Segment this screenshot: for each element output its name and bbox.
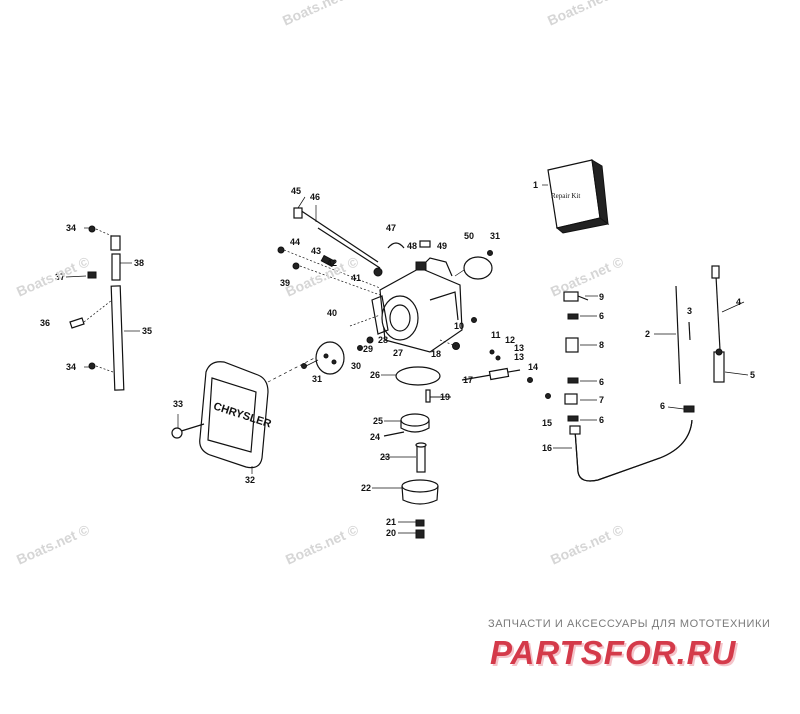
- callout-33: 33: [173, 399, 183, 409]
- callout-3: 3: [687, 306, 692, 316]
- callout-34b: 34: [66, 362, 76, 372]
- callout-31b: 31: [490, 231, 500, 241]
- callout-7: 7: [599, 395, 604, 405]
- callout-26: 26: [370, 370, 380, 380]
- repair-kit-box: Repair Kit: [547, 159, 610, 234]
- callout-31a: 31: [312, 374, 322, 384]
- float-bowl-gasket: [395, 366, 441, 403]
- callout-43: 43: [311, 246, 321, 256]
- callout-10: 10: [454, 321, 464, 331]
- throttle-shaft: [439, 317, 551, 399]
- callout-21: 21: [386, 517, 396, 527]
- callout-5: 5: [750, 370, 755, 380]
- callout-42: 42: [327, 258, 337, 268]
- choke-rods: [675, 265, 725, 385]
- fuel-line: [569, 405, 695, 482]
- callout-22: 22: [361, 483, 371, 493]
- callout-13a: 13: [514, 343, 524, 353]
- carburetor-body: [371, 257, 463, 353]
- callout-14: 14: [528, 362, 538, 372]
- callout-4: 4: [736, 297, 741, 307]
- callout-6a: 6: [599, 311, 604, 321]
- callout-35: 35: [142, 326, 152, 336]
- callout-6d: 6: [660, 401, 665, 411]
- mounting-plate: [301, 314, 381, 375]
- chrysler-logo-text: CHRYSLER: [212, 400, 273, 430]
- callout-8: 8: [599, 340, 604, 350]
- callout-30: 30: [351, 361, 361, 371]
- callout-27: 27: [393, 348, 403, 358]
- fuel-fittings: [563, 291, 598, 422]
- brand-caption: ЗАПЧАСТИ И АКСЕССУАРЫ ДЛЯ МОТОТЕХНИКИ: [488, 618, 771, 630]
- callout-6b: 6: [599, 377, 604, 387]
- callout-32: 32: [245, 475, 255, 485]
- callout-labels: 1 2 3 4 5 6 6 6 6 7 8 9 10 11 12 13 13 1…: [40, 180, 755, 538]
- callout-1: 1: [533, 180, 538, 190]
- left-linkage-rod: [69, 225, 125, 391]
- top-fittings: [387, 240, 493, 280]
- callout-37: 37: [55, 272, 65, 282]
- partsfor-logo: PARTSFOR.RU: [490, 634, 737, 671]
- callout-47: 47: [386, 223, 396, 233]
- callout-24: 24: [370, 432, 380, 442]
- callout-44: 44: [290, 237, 300, 247]
- callout-40: 40: [327, 308, 337, 318]
- callout-36: 36: [40, 318, 50, 328]
- callout-39: 39: [280, 278, 290, 288]
- float-assembly: [383, 413, 439, 539]
- callout-45: 45: [291, 186, 301, 196]
- callout-leaders: [65, 184, 749, 534]
- callout-16: 16: [542, 443, 552, 453]
- callout-41: 41: [351, 273, 361, 283]
- callout-17: 17: [463, 375, 473, 385]
- callout-12: 12: [505, 335, 515, 345]
- callout-50: 50: [464, 231, 474, 241]
- callout-48: 48: [407, 241, 417, 251]
- callout-29: 29: [363, 344, 373, 354]
- callout-18: 18: [431, 349, 441, 359]
- callout-11: 11: [491, 330, 501, 340]
- callout-34a: 34: [66, 223, 76, 233]
- callout-2: 2: [645, 329, 650, 339]
- repair-kit-label: Repair Kit: [551, 192, 580, 200]
- callout-25: 25: [373, 416, 383, 426]
- callout-20: 20: [386, 528, 396, 538]
- callout-46: 46: [310, 192, 320, 202]
- callout-13b: 13: [514, 352, 524, 362]
- callout-6c: 6: [599, 415, 604, 425]
- callout-38: 38: [134, 258, 144, 268]
- callout-15: 15: [542, 418, 552, 428]
- callout-28: 28: [378, 335, 388, 345]
- callout-49: 49: [437, 241, 447, 251]
- callout-9: 9: [599, 292, 604, 302]
